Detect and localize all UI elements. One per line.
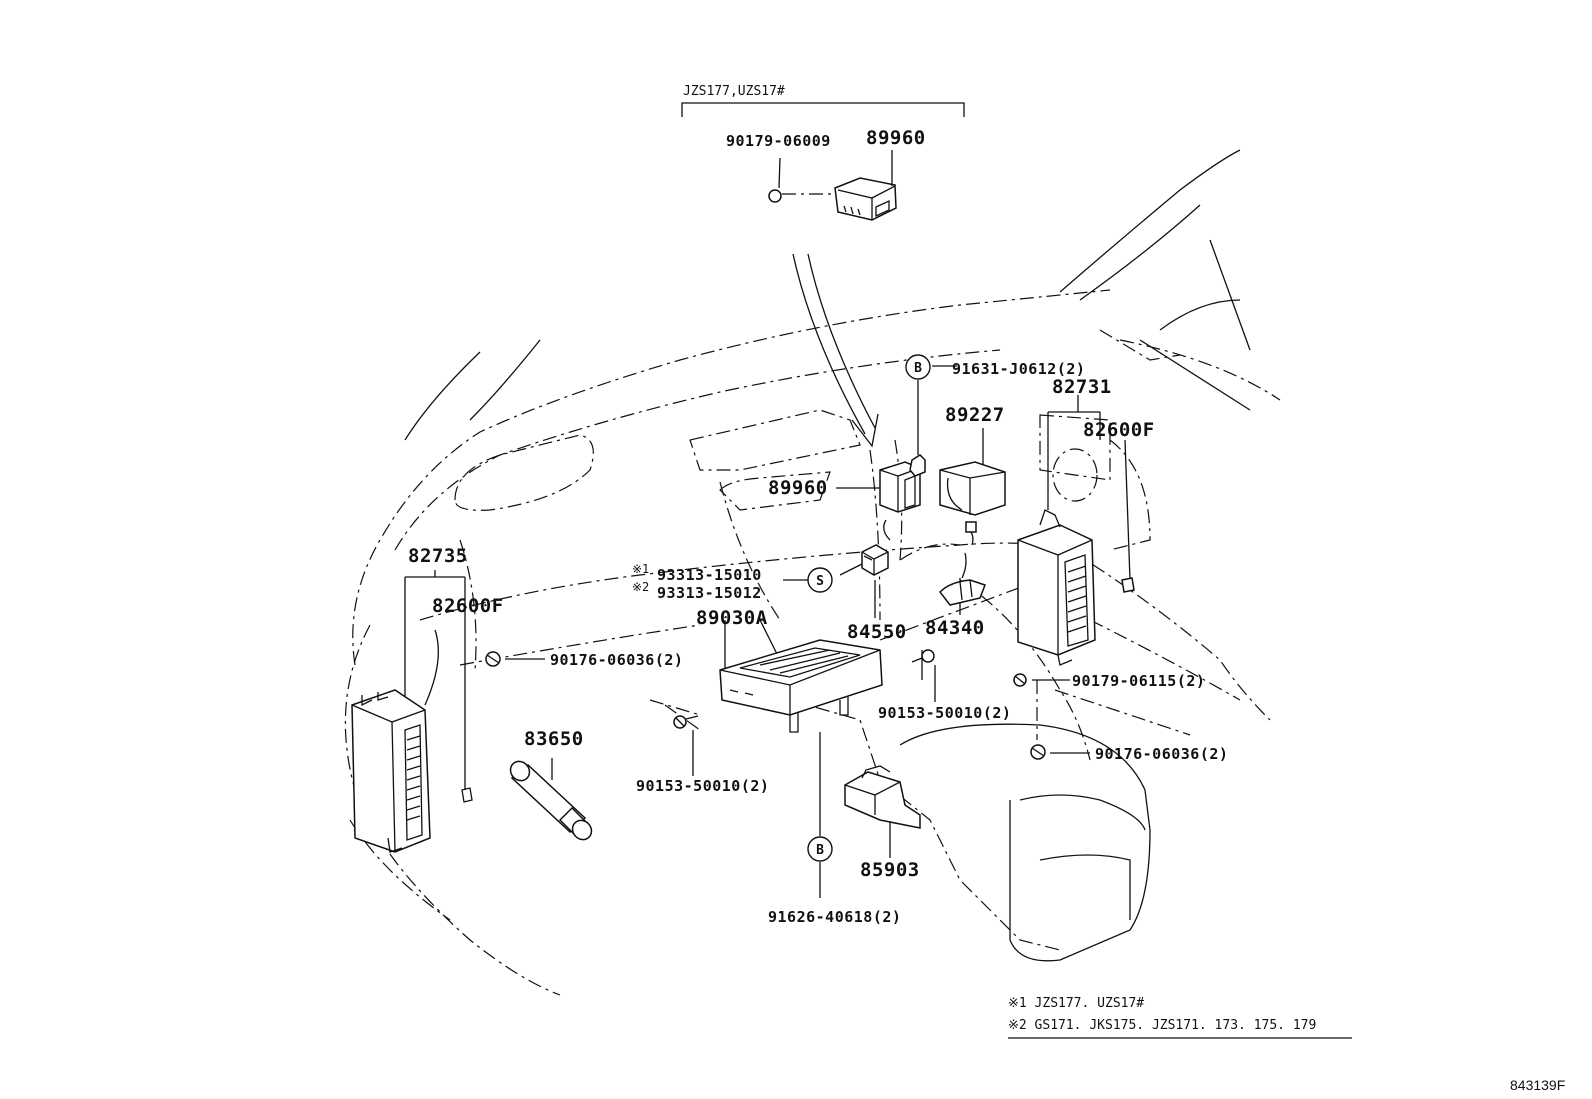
note-mark-2: ※2: [632, 580, 649, 594]
callout-b-bottom: [807, 836, 833, 862]
callout-s-letter: S: [816, 574, 824, 589]
label-84550: 84550: [847, 621, 907, 643]
callout-b-top-letter: B: [914, 361, 922, 376]
fasteners: [485, 454, 1046, 760]
note-line-2: ※2 GS171. JKS175. JZS171. 173. 175. 179: [1008, 1018, 1316, 1033]
label-90179-06009: 90179-06009: [726, 132, 831, 150]
label-89960-mid: 89960: [768, 477, 828, 499]
windshield-pillar: [404, 149, 1251, 441]
label-93313-15010: 93313-15010: [657, 566, 762, 584]
label-90153-50010-right: 90153-50010(2): [878, 704, 1011, 722]
note-line-1: ※1 JZS177. UZS17#: [1008, 996, 1144, 1011]
part-82600F-left-illustration: [351, 689, 473, 853]
part-89960-top-illustration: [768, 150, 897, 221]
view-arrow: [792, 253, 879, 448]
label-82731: 82731: [1052, 376, 1112, 398]
label-82600F-left: 82600F: [432, 595, 504, 617]
part-89227-illustration: [939, 461, 1006, 546]
part-85903-illustration: [844, 765, 921, 829]
part-84550-illustration: [861, 544, 889, 576]
label-91631-J0612: 91631-J0612(2): [952, 360, 1085, 378]
label-90176-06036-left: 90176-06036(2): [550, 651, 683, 669]
model-label: JZS177,UZS17#: [683, 84, 785, 99]
label-89227: 89227: [945, 404, 1005, 426]
label-93313-15012: 93313-15012: [657, 584, 762, 602]
diagram-id: 843139F: [1510, 1077, 1565, 1093]
callout-s: [807, 567, 833, 593]
model-bracket: [681, 102, 965, 117]
label-84340: 84340: [925, 617, 985, 639]
label-90179-06115: 90179-06115(2): [1072, 672, 1205, 690]
callout-b-bottom-letter: B: [816, 843, 824, 858]
label-83650: 83650: [524, 728, 584, 750]
label-85903: 85903: [860, 859, 920, 881]
part-89030A-illustration: [719, 639, 883, 733]
part-89960-mid-illustration: [879, 461, 921, 541]
label-89960-top: 89960: [866, 127, 926, 149]
center-console: [789, 699, 1151, 962]
callout-b-top: [905, 354, 931, 380]
part-84340-illustration: [939, 552, 986, 606]
label-90176-06036-right: 90176-06036(2): [1095, 745, 1228, 763]
label-82735: 82735: [408, 545, 468, 567]
part-83650-illustration: [509, 760, 593, 841]
note-mark-1: ※1: [632, 562, 649, 576]
label-90153-50010-left: 90153-50010(2): [636, 777, 769, 795]
label-89030A: 89030A: [696, 607, 768, 629]
label-82600F-right: 82600F: [1083, 419, 1155, 441]
label-91626-40618: 91626-40618(2): [768, 908, 901, 926]
part-82600F-right-illustration: [1017, 509, 1135, 666]
